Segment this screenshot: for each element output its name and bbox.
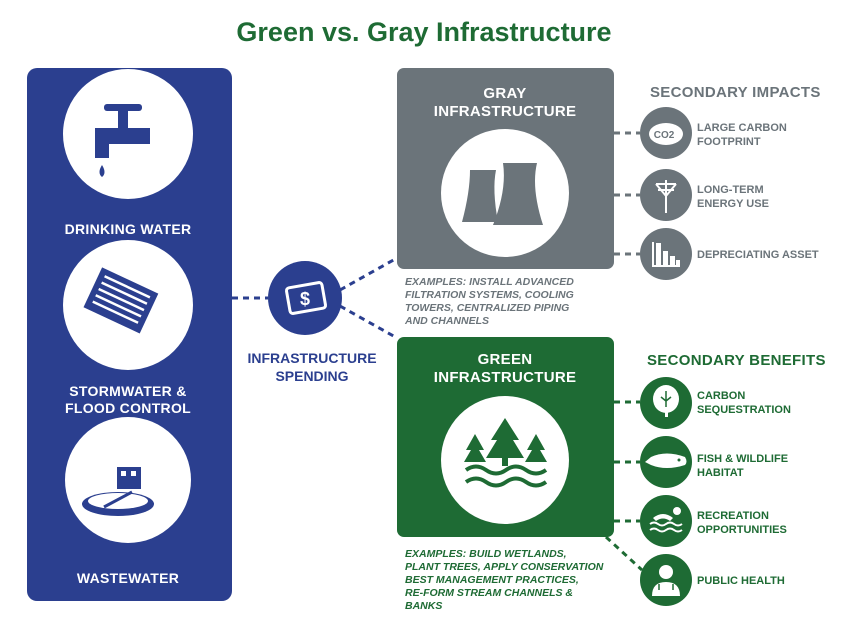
benefit-fish-wildlife-habitat: FISH & WILDLIFE HABITAT [640,436,788,488]
faucet-icon [95,104,150,177]
green-examples: EXAMPLES: BUILD WETLANDS, PLANT TREES, A… [405,548,604,612]
svg-text:RECREATION: RECREATION [697,510,769,522]
infrastructure-spending: $ INFRASTRUCTURE SPENDING [247,261,377,384]
svg-text:TOWERS, CENTRALIZED PIPING: TOWERS, CENTRALIZED PIPING [405,302,569,314]
svg-text:FILTRATION SYSTEMS, COOLING: FILTRATION SYSTEMS, COOLING [405,289,574,301]
svg-text:ENERGY USE: ENERGY USE [697,198,769,210]
gray-title-line1: GRAY [483,85,526,102]
stormwater-label-line1: STORMWATER & [69,383,186,399]
treatment-plant-icon [82,467,154,516]
svg-text:BANKS: BANKS [405,600,442,612]
svg-text:FOOTPRINT: FOOTPRINT [697,136,761,148]
svg-text:EXAMPLES: INSTALL ADVANCED: EXAMPLES: INSTALL ADVANCED [405,276,574,288]
svg-text:HABITAT: HABITAT [697,467,744,479]
svg-text:LARGE CARBON: LARGE CARBON [697,122,787,134]
impact-large-carbon-footprint: CO2 LARGE CARBON FOOTPRINT [640,107,787,159]
gray-examples: EXAMPLES: INSTALL ADVANCED FILTRATION SY… [404,276,574,327]
tree-icon [653,385,679,417]
co2-cloud-icon: CO2 [649,123,683,145]
svg-text:OPPORTUNITIES: OPPORTUNITIES [697,524,787,536]
storm-drain-grate-icon [83,267,159,334]
svg-text:CARBON: CARBON [697,390,745,402]
svg-text:LONG-TERM: LONG-TERM [697,184,764,196]
svg-text:CO2: CO2 [654,130,675,141]
svg-text:FISH & WILDLIFE: FISH & WILDLIFE [697,453,788,465]
secondary-impacts-heading: SECONDARY IMPACTS [650,84,821,101]
gray-title-line2: INFRASTRUCTURE [434,103,577,120]
wastewater-label: WASTEWATER [77,570,179,586]
money-icon: $ [284,281,328,315]
page-title: Green vs. Gray Infrastructure [236,17,611,47]
doctor-icon [652,565,680,596]
svg-text:PLANT TREES, APPLY CONSERVATIO: PLANT TREES, APPLY CONSERVATION [405,561,604,573]
svg-text:AND CHANNELS: AND CHANNELS [404,315,489,327]
green-title-line2: INFRASTRUCTURE [434,369,577,386]
declining-bars-icon [652,242,680,267]
swimmer-icon [649,507,683,533]
secondary-benefits-heading: SECONDARY BENEFITS [647,352,826,369]
svg-text:SEQUESTRATION: SEQUESTRATION [697,404,791,416]
stormwater-label-line2: FLOOD CONTROL [65,400,191,416]
drinking-water-label: DRINKING WATER [65,221,192,237]
svg-text:RE-FORM STREAM CHANNELS &: RE-FORM STREAM CHANNELS & [405,587,573,599]
benefit-recreation-opportunities: RECREATION OPPORTUNITIES [640,495,787,547]
cooling-towers-icon [462,163,543,225]
benefit-carbon-sequestration: CARBON SEQUESTRATION [640,377,791,429]
connector-lines [232,131,644,572]
svg-text:EXAMPLES: BUILD WETLANDS,: EXAMPLES: BUILD WETLANDS, [405,548,567,560]
impact-depreciating-asset: DEPRECIATING ASSET [640,228,819,280]
svg-text:DEPRECIATING ASSET: DEPRECIATING ASSET [697,249,819,261]
water-services-panel: DRINKING WATER STORMWATER & FLOOD CONTRO… [27,68,232,601]
impact-long-term-energy-use: LONG-TERM ENERGY USE [640,169,769,221]
gray-infrastructure-box: GRAY INFRASTRUCTURE [397,68,614,269]
spending-label-line2: SPENDING [275,368,348,384]
green-infrastructure-box: GREEN INFRASTRUCTURE [397,337,614,537]
benefit-public-health: PUBLIC HEALTH [640,554,785,606]
power-pole-icon [655,180,677,213]
trees-water-icon [464,418,548,488]
svg-text:$: $ [300,289,310,309]
fish-icon [645,453,687,468]
svg-text:BEST MANAGEMENT PRACTICES,: BEST MANAGEMENT PRACTICES, [405,574,579,586]
spending-label-line1: INFRASTRUCTURE [247,350,376,366]
svg-text:PUBLIC HEALTH: PUBLIC HEALTH [697,575,785,587]
green-title-line1: GREEN [478,351,533,368]
